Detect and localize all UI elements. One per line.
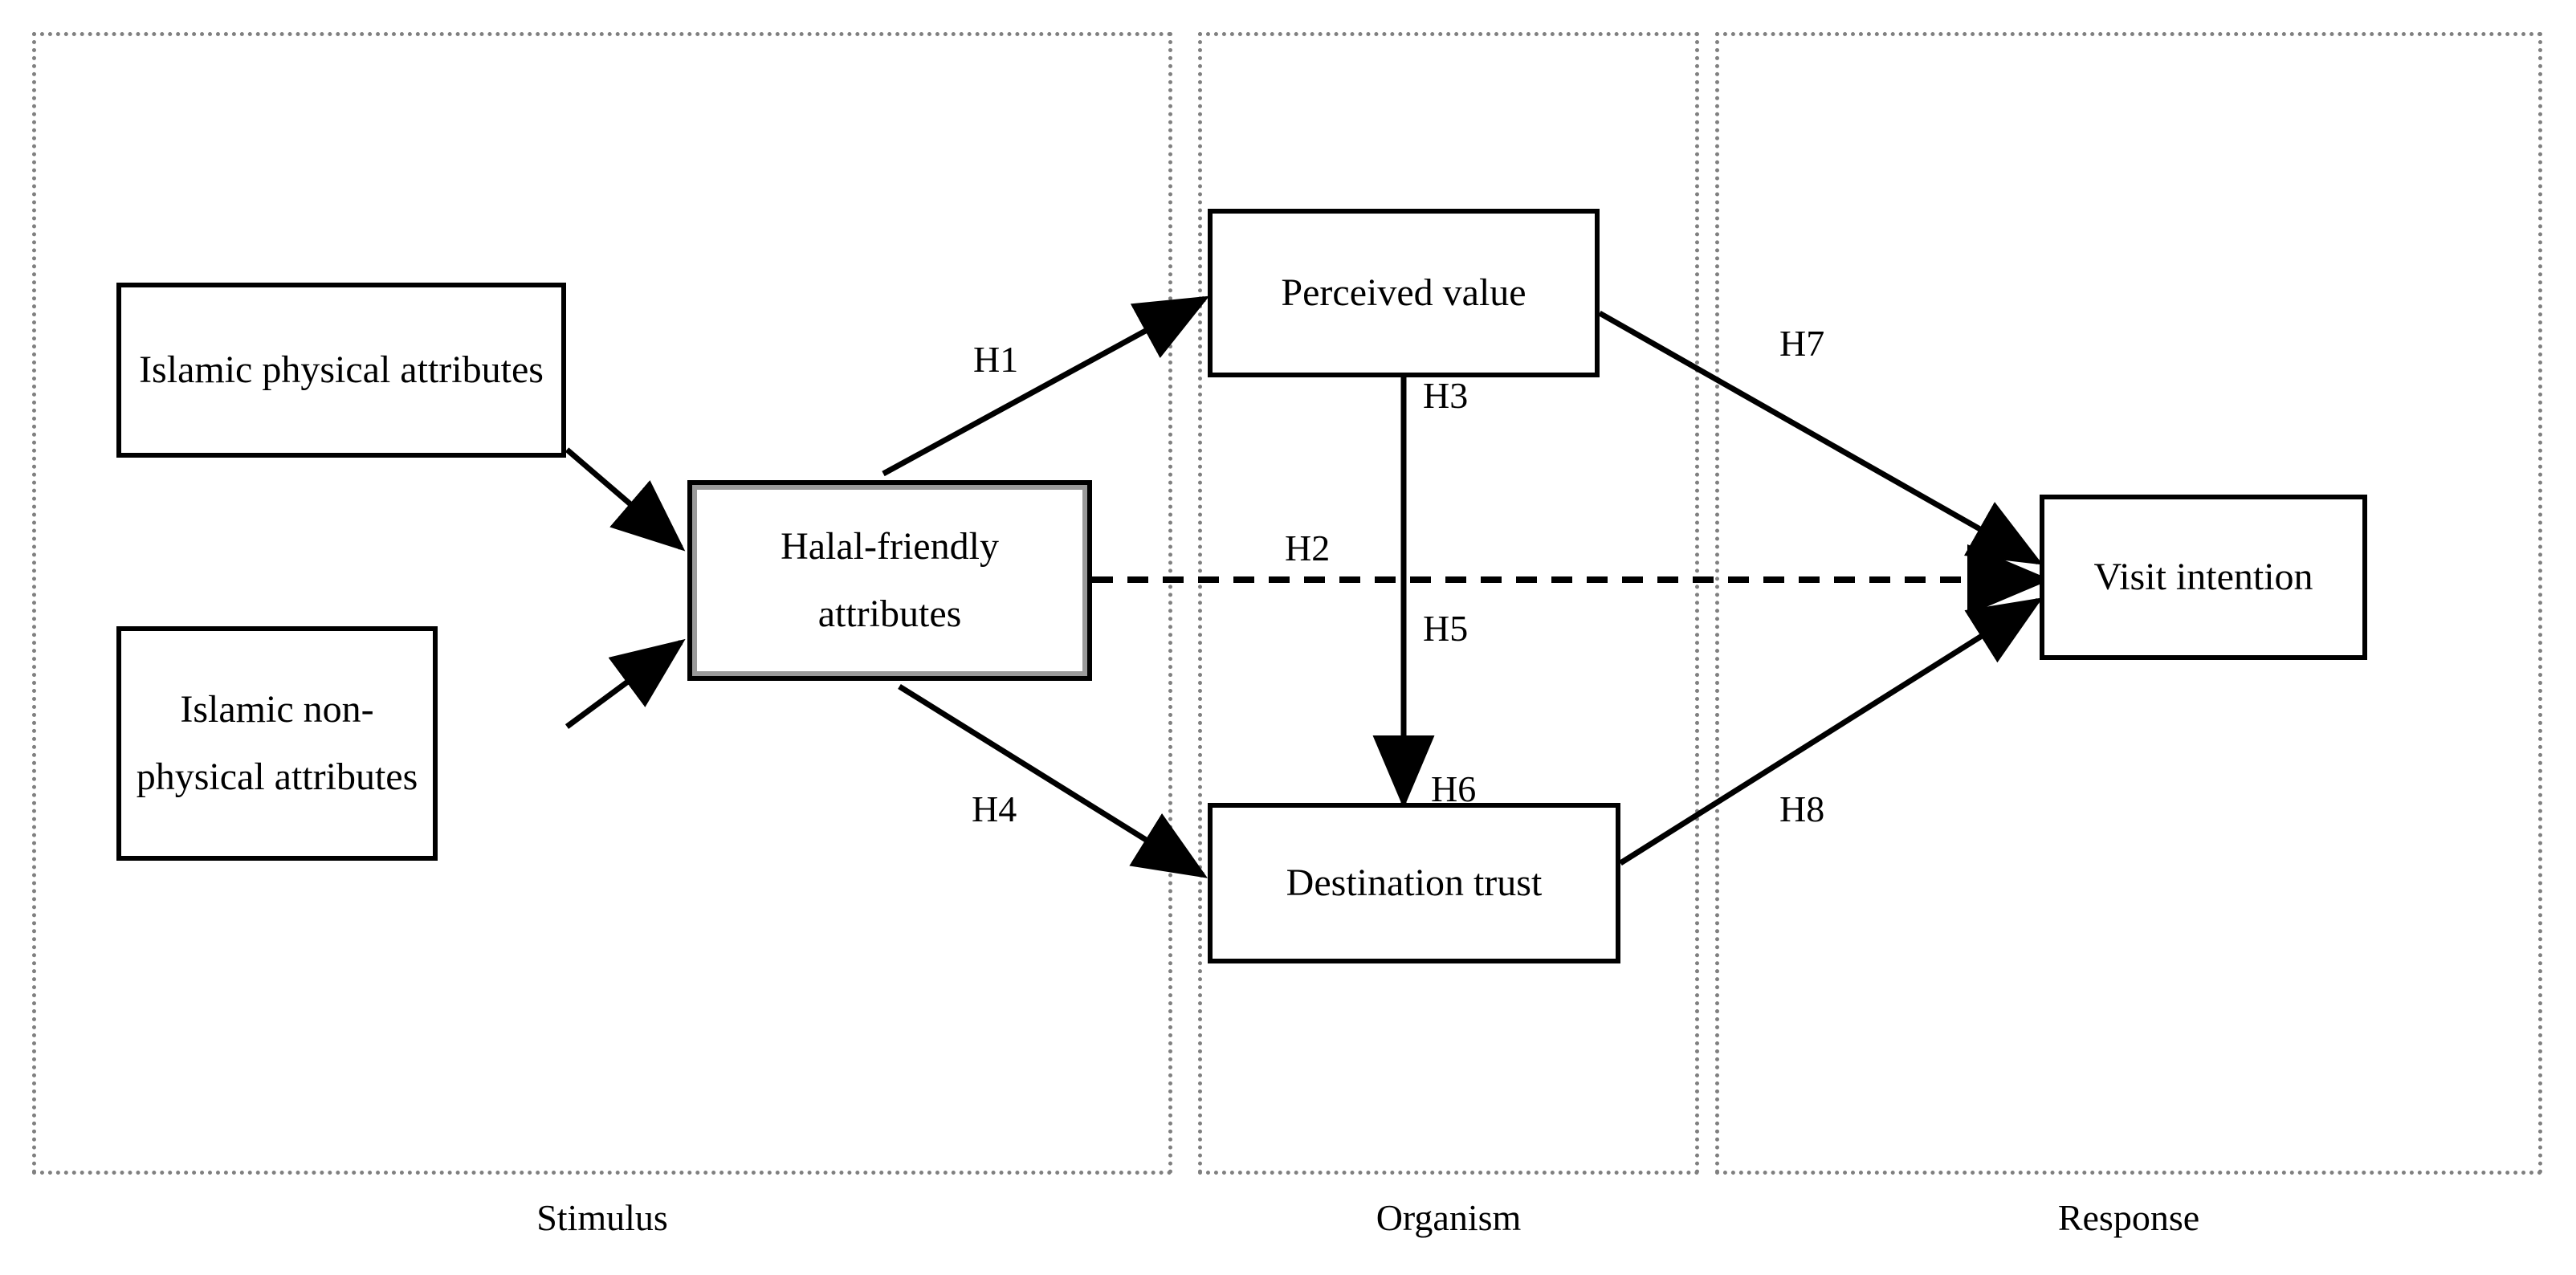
caption-organism: Organism — [1376, 1197, 1522, 1238]
node-islamic-non-physical-attributes[interactable]: Islamic non-physical attributes — [116, 626, 438, 861]
node-islamic-physical-attributes[interactable]: Islamic physical attributes — [116, 283, 566, 458]
edge-label-h8: H8 — [1779, 788, 1825, 829]
node-visit-intention[interactable]: Visit intention — [2040, 495, 2367, 660]
edge-label-h3: H3 — [1423, 375, 1469, 416]
panel-stimulus — [32, 32, 1172, 1175]
node-destination-trust[interactable]: Destination trust — [1208, 803, 1620, 963]
edge-label-h5: H5 — [1423, 608, 1469, 649]
node-label: Halal-friendly attributes — [781, 525, 999, 635]
edge-label-h6: H6 — [1431, 768, 1477, 809]
panel-organism — [1198, 32, 1699, 1175]
node-label: Destination trust — [1286, 862, 1543, 904]
edge-label-h2: H2 — [1285, 528, 1331, 568]
node-halal-friendly-attributes[interactable]: Halal-friendly attributes — [687, 480, 1092, 681]
node-label: Visit intention — [2093, 556, 2313, 598]
node-label: Islamic physical attributes — [139, 348, 544, 391]
node-perceived-value[interactable]: Perceived value — [1208, 209, 1600, 377]
edge-label-h1: H1 — [973, 339, 1019, 380]
caption-response: Response — [2057, 1197, 2200, 1238]
edge-label-h4: H4 — [972, 788, 1017, 829]
node-label: Islamic non-physical attributes — [136, 688, 418, 798]
node-label: Perceived value — [1281, 271, 1526, 314]
caption-stimulus: Stimulus — [536, 1197, 668, 1238]
edge-label-h7: H7 — [1779, 323, 1825, 364]
